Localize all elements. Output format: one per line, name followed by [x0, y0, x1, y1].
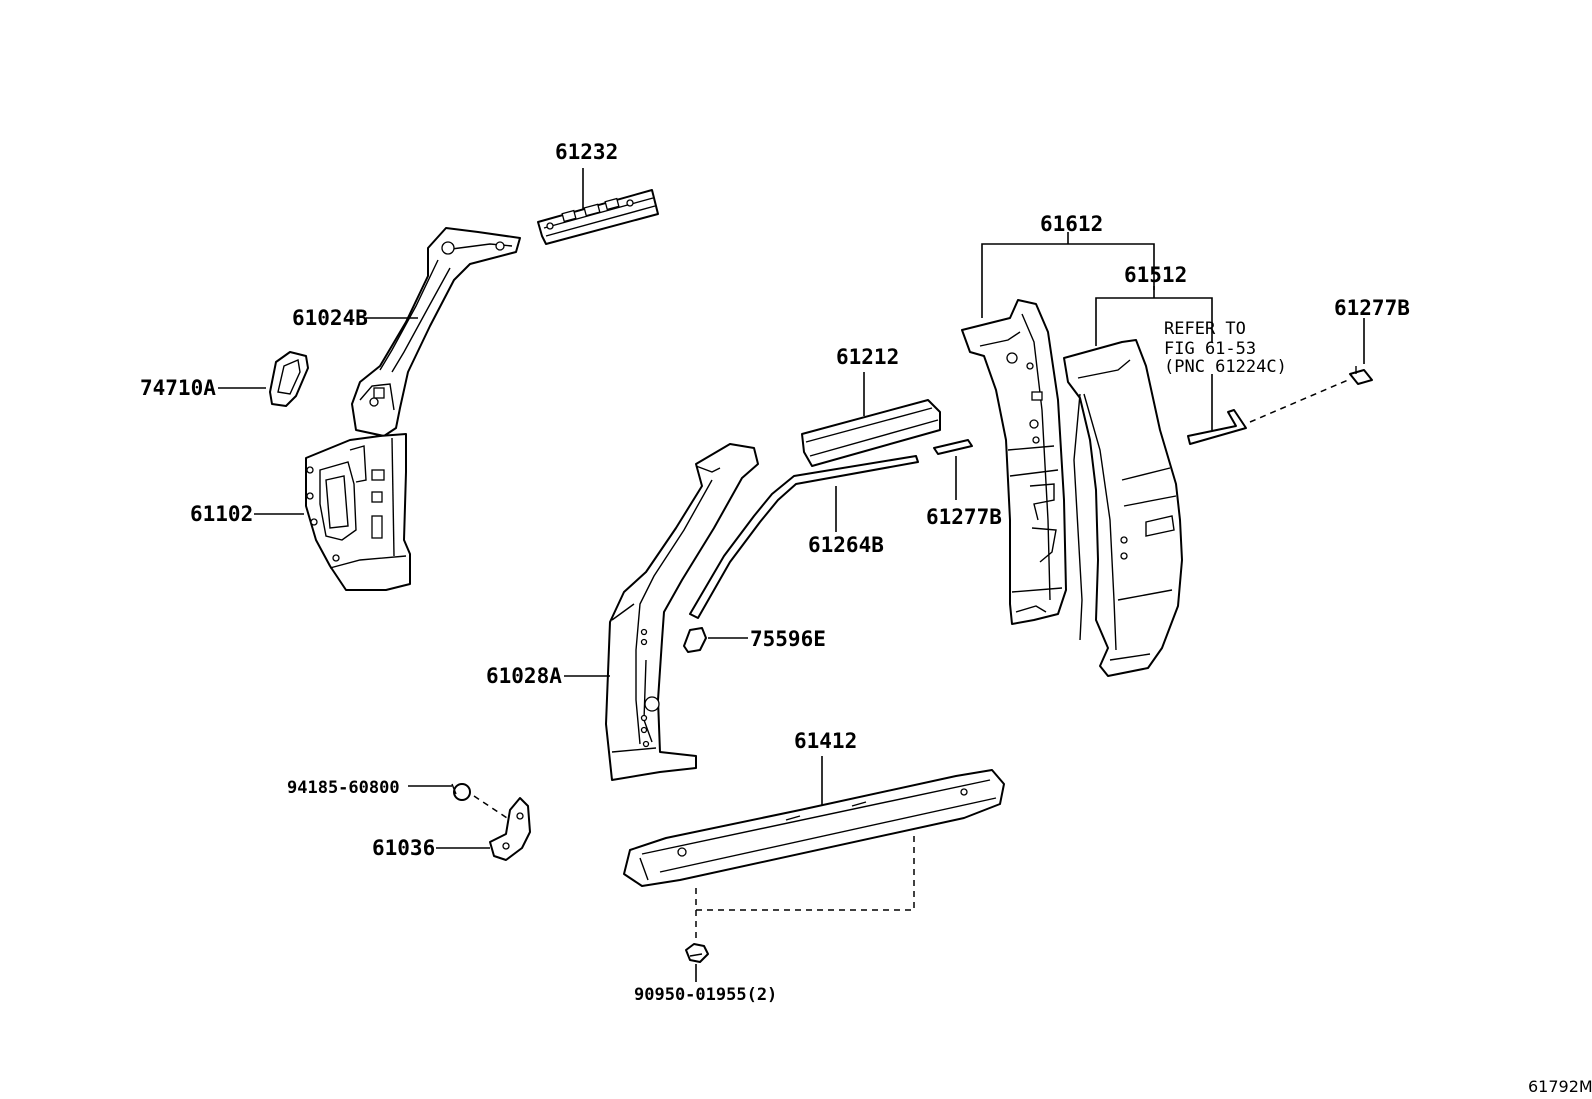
label-61232: 61232 [555, 140, 618, 164]
refer-note-line3: (PNC 61224C) [1164, 357, 1287, 377]
label-61028A: 61028A [486, 664, 562, 688]
part-94185-60800 [451, 783, 471, 801]
label-61412: 61412 [794, 729, 857, 753]
label-61102: 61102 [190, 502, 253, 526]
label-94185-60800: 94185-60800 [287, 778, 400, 798]
part-61028A [605, 443, 759, 781]
refer-note-line2: FIG 61-53 [1164, 339, 1256, 359]
label-61036: 61036 [372, 836, 435, 860]
part-61036 [489, 797, 531, 861]
part-61024B [351, 227, 521, 437]
part-61102 [305, 433, 411, 591]
dash-line-94185 [473, 795, 511, 821]
label-61212: 61212 [836, 345, 899, 369]
label-61264B: 61264B [808, 533, 884, 557]
part-61412 [623, 769, 1005, 887]
dash-line-61277B-right [1249, 379, 1349, 423]
label-61512: 61512 [1124, 263, 1187, 287]
label-61024B: 61024B [292, 306, 368, 330]
part-75596E [683, 627, 707, 653]
part-90950-01955 [685, 943, 709, 963]
part-61512 [1063, 339, 1183, 677]
refer-note-line1: REFER TO [1164, 319, 1246, 339]
part-61224C-strip [1187, 409, 1247, 445]
part-61264B [689, 455, 919, 619]
part-74710A [269, 351, 309, 407]
figure-id: 61792M [1528, 1077, 1592, 1096]
part-61612 [961, 299, 1067, 625]
part-61212 [801, 399, 941, 467]
label-61612: 61612 [1040, 212, 1103, 236]
label-74710A: 74710A [140, 376, 216, 400]
dash-line-90950 [695, 832, 915, 911]
label-61277B-right: 61277B [1334, 296, 1410, 320]
part-61232 [537, 189, 659, 245]
label-90950-01955: 90950-01955(2) [634, 985, 777, 1005]
label-75596E: 75596E [750, 627, 826, 651]
part-61277B-mid [933, 439, 973, 455]
label-61277B-mid: 61277B [926, 505, 1002, 529]
part-61277B-right [1349, 366, 1373, 385]
